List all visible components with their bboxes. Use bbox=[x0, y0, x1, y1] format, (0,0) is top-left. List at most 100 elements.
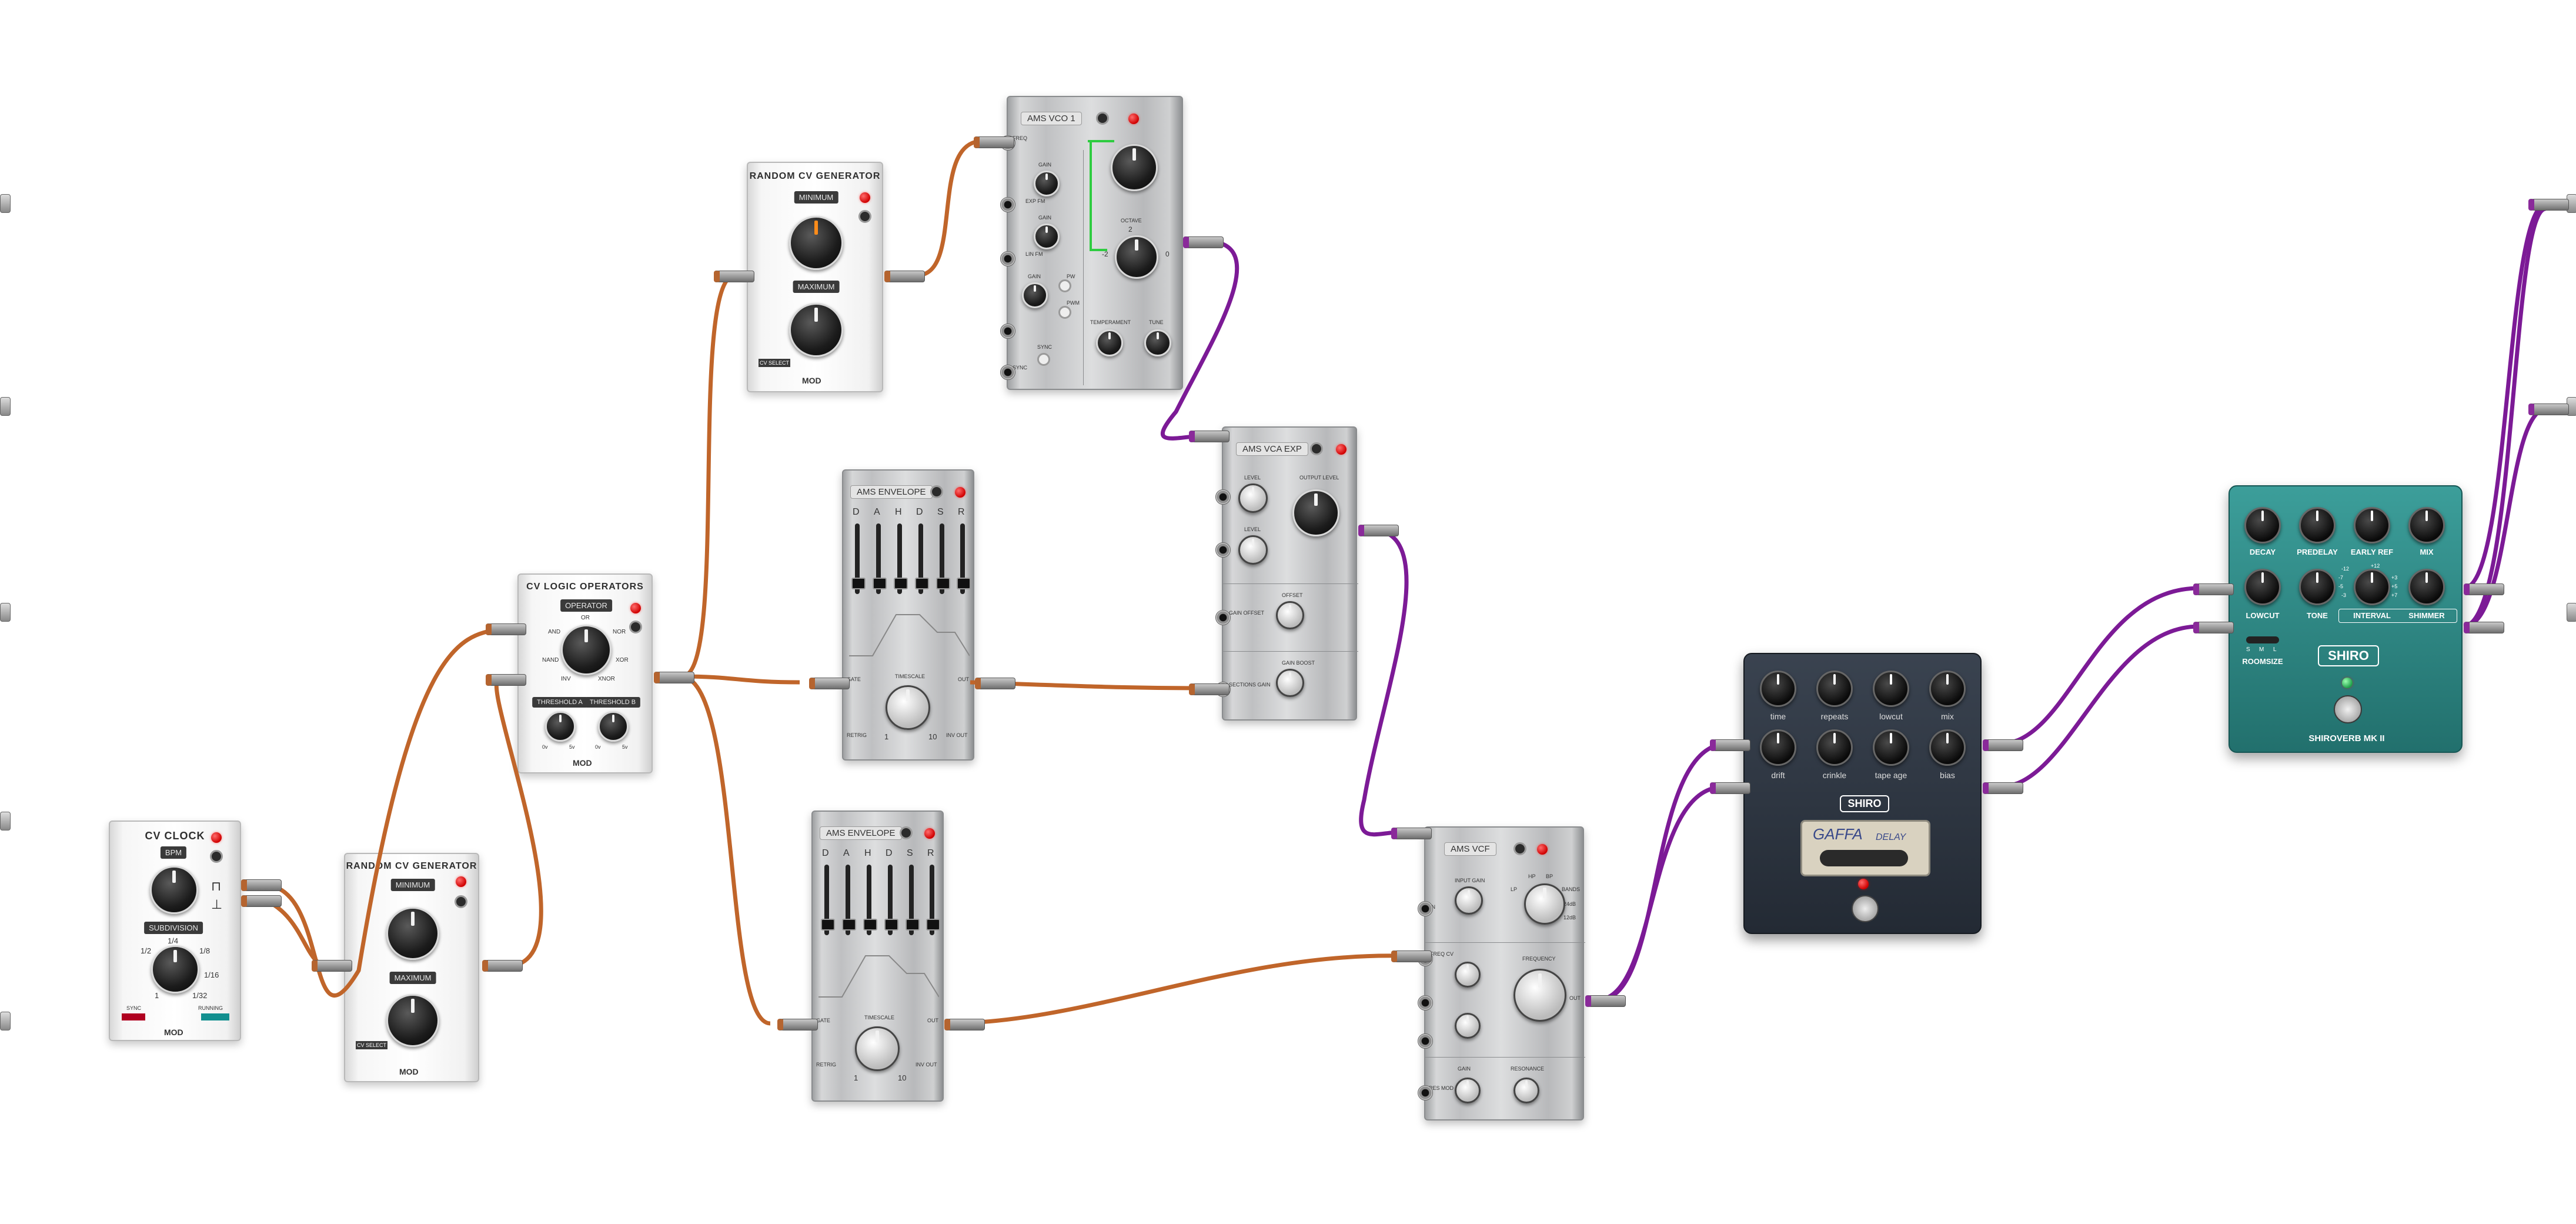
system-input-jack[interactable] bbox=[0, 812, 11, 831]
system-out-plug[interactable] bbox=[2528, 199, 2569, 211]
decay-knob[interactable] bbox=[2244, 507, 2281, 543]
vca-cv-plug[interactable] bbox=[1189, 683, 1229, 695]
cable-shiro-to-shiroverb-a[interactable] bbox=[1999, 586, 2200, 746]
footswitch[interactable] bbox=[1852, 895, 1879, 922]
random-bottom-out-plug[interactable] bbox=[482, 960, 523, 972]
logic-in-b-plug[interactable] bbox=[486, 674, 526, 686]
ams-envelope-bottom[interactable]: AMS ENVELOPE D A H D S R TIMESCALE 1 10 … bbox=[811, 811, 944, 1102]
audio-in-jack[interactable] bbox=[1418, 901, 1433, 916]
cv-clock-out-plug[interactable] bbox=[241, 879, 282, 891]
random-top-out-plug[interactable] bbox=[884, 271, 925, 282]
input-2-jack[interactable] bbox=[1215, 542, 1231, 558]
tone-knob[interactable] bbox=[2299, 569, 2336, 605]
tune-knob[interactable] bbox=[1144, 329, 1171, 356]
release-slider[interactable] bbox=[926, 865, 940, 935]
system-input-jack[interactable] bbox=[0, 1012, 11, 1030]
decay-slider[interactable] bbox=[915, 523, 929, 594]
tape-age-knob[interactable] bbox=[1873, 729, 1909, 766]
predelay-knob[interactable] bbox=[2299, 507, 2336, 543]
attack-slider[interactable] bbox=[873, 523, 887, 594]
cable-shiroverb-to-out-c[interactable] bbox=[2463, 206, 2547, 629]
res-mod-jack[interactable] bbox=[1418, 1085, 1433, 1100]
lowcut-knob[interactable] bbox=[1873, 671, 1909, 707]
vca-out-plug[interactable] bbox=[1358, 525, 1399, 536]
env-bottom-gate-plug[interactable] bbox=[777, 1019, 818, 1030]
system-input-jack[interactable] bbox=[0, 397, 11, 416]
shiro-gaffa-delay-pedal[interactable]: time repeats lowcut mix drift crinkle ta… bbox=[1743, 653, 1982, 934]
mix-knob[interactable] bbox=[2408, 507, 2445, 543]
cable-vcf-to-shiro-b[interactable] bbox=[1599, 785, 1723, 1002]
waveform-knob[interactable] bbox=[1111, 144, 1158, 191]
ams-envelope-top[interactable]: AMS ENVELOPE D A H D S R TIMESCALE 1 10 … bbox=[842, 469, 974, 761]
attack-slider[interactable] bbox=[842, 865, 856, 935]
bypass-toggle[interactable] bbox=[1513, 842, 1526, 855]
env-top-gate-plug[interactable] bbox=[809, 678, 850, 689]
cable-shiro-to-shiroverb-b[interactable] bbox=[1999, 624, 2200, 789]
cable-vca-to-vcf[interactable] bbox=[1359, 527, 1409, 837]
delay-slider[interactable] bbox=[851, 523, 866, 594]
pwm-jack[interactable] bbox=[1000, 323, 1015, 339]
system-out-plug[interactable] bbox=[2528, 403, 2569, 415]
logic-in-a-plug[interactable] bbox=[486, 623, 526, 635]
shiroverb-out-a-plug[interactable] bbox=[2464, 583, 2504, 595]
output-level-knob[interactable] bbox=[1292, 489, 1339, 536]
time-knob[interactable] bbox=[1760, 671, 1796, 707]
threshold-b-knob[interactable] bbox=[598, 711, 629, 742]
mix-knob[interactable] bbox=[1929, 671, 1966, 707]
sync-jack[interactable] bbox=[1000, 365, 1015, 380]
freq-cv2-jack[interactable] bbox=[1418, 995, 1433, 1010]
cv-clock-module[interactable]: CV CLOCK BPM SUBDIVISION 1/4 1/8 1/16 1/… bbox=[109, 821, 241, 1041]
timescale-knob[interactable] bbox=[886, 685, 930, 730]
vcf-out-plug[interactable] bbox=[1585, 995, 1626, 1007]
cable-clock-to-logic-a[interactable] bbox=[264, 627, 500, 998]
cable-shiroverb-to-out-b[interactable] bbox=[2463, 406, 2547, 629]
input-gain-knob[interactable] bbox=[1455, 886, 1483, 915]
timescale-knob[interactable] bbox=[855, 1026, 900, 1071]
bypass-toggle[interactable] bbox=[930, 485, 943, 498]
shiro-out-b-plug[interactable] bbox=[1983, 782, 2023, 794]
system-input-jack[interactable] bbox=[0, 603, 11, 622]
drift-knob[interactable] bbox=[1760, 729, 1796, 766]
bypass-toggle[interactable] bbox=[629, 621, 642, 633]
minimum-knob[interactable] bbox=[789, 216, 843, 270]
roomsize-switch[interactable] bbox=[2246, 636, 2279, 643]
frequency-knob[interactable] bbox=[1513, 969, 1566, 1022]
lowcut-knob[interactable] bbox=[2244, 569, 2281, 605]
gain-boost-knob[interactable] bbox=[1276, 669, 1304, 697]
system-input-jack[interactable] bbox=[0, 194, 11, 213]
shiro-in-a-plug[interactable] bbox=[1710, 739, 1750, 751]
vcf-in-plug[interactable] bbox=[1391, 828, 1432, 839]
freq-cv3-jack[interactable] bbox=[1418, 1033, 1433, 1049]
sustain-slider[interactable] bbox=[906, 865, 920, 935]
early-ref-knob[interactable] bbox=[2354, 507, 2390, 543]
pwm-gain-knob[interactable] bbox=[1022, 282, 1048, 308]
shiro-in-b-plug[interactable] bbox=[1710, 782, 1750, 794]
lin-fm-jack[interactable] bbox=[1000, 251, 1015, 266]
crinkle-knob[interactable] bbox=[1816, 729, 1853, 766]
random-cv-generator-top[interactable]: RANDOM CV GENERATOR MINIMUM MAXIMUM CV S… bbox=[747, 162, 883, 392]
cable-logic-to-env-top[interactable] bbox=[681, 674, 800, 685]
bias-knob[interactable] bbox=[1929, 729, 1966, 766]
decay-slider[interactable] bbox=[884, 865, 898, 935]
sync-switch[interactable] bbox=[1037, 353, 1050, 366]
random-cv-generator-bottom[interactable]: RANDOM CV GENERATOR MINIMUM MAXIMUM CV S… bbox=[344, 853, 479, 1082]
level-2-knob[interactable] bbox=[1238, 535, 1268, 565]
threshold-a-knob[interactable] bbox=[545, 711, 576, 742]
shiro-out-a-plug[interactable] bbox=[1983, 739, 2023, 751]
hold-slider[interactable] bbox=[894, 523, 908, 594]
freq-cv-1-knob[interactable] bbox=[1455, 962, 1481, 988]
pw-switch[interactable] bbox=[1058, 279, 1071, 292]
exp-fm-jack[interactable] bbox=[1000, 197, 1015, 212]
cable-env-bottom-to-vcf[interactable] bbox=[946, 953, 1400, 1026]
lin-fm-gain-knob[interactable] bbox=[1034, 224, 1060, 249]
offset-knob[interactable] bbox=[1276, 601, 1304, 629]
shiroverb-out-b-plug[interactable] bbox=[2464, 622, 2504, 633]
vca-in-plug[interactable] bbox=[1189, 431, 1229, 442]
shimmer-knob[interactable] bbox=[2408, 569, 2445, 605]
footswitch[interactable] bbox=[2334, 695, 2362, 723]
maximum-knob[interactable] bbox=[789, 303, 843, 357]
vcf-freq-cv-plug[interactable] bbox=[1391, 950, 1432, 962]
maximum-knob[interactable] bbox=[386, 994, 439, 1047]
pwm-switch[interactable] bbox=[1058, 306, 1071, 319]
interval-knob[interactable] bbox=[2354, 569, 2390, 605]
